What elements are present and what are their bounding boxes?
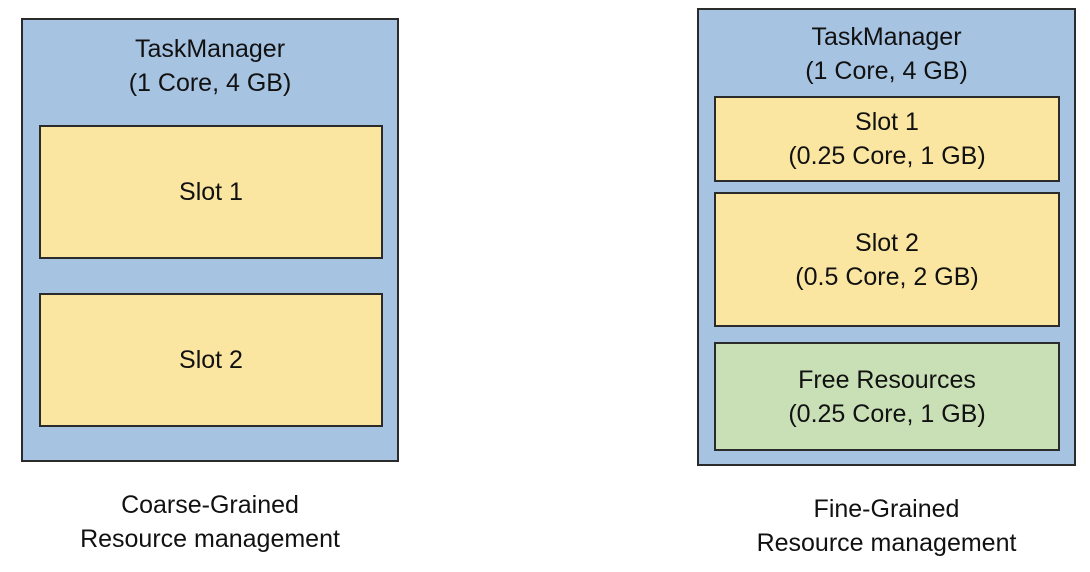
fine-free-resources-amount: (0.25 Core, 1 GB) (788, 399, 986, 428)
fine-taskmanager-name: TaskManager (811, 23, 962, 51)
fine-slot-1: Slot 1 (0.25 Core, 1 GB) (714, 96, 1060, 182)
fine-slot-2-resources: (0.5 Core, 2 GB) (795, 262, 979, 291)
coarse-slot-2: Slot 2 (39, 293, 383, 427)
coarse-caption: Coarse-Grained Resource management (21, 488, 399, 556)
fine-slot-1-resources: (0.25 Core, 1 GB) (788, 142, 986, 170)
coarse-taskmanager: TaskManager (1 Core, 4 GB) Slot 1 Slot 2 (21, 18, 399, 462)
fine-free-resources: Free Resources (0.25 Core, 1 GB) (714, 342, 1060, 451)
coarse-taskmanager-name: TaskManager (134, 35, 286, 63)
fine-free-resources-label: Free Resources (798, 365, 976, 394)
fine-slot-1-label: Slot 1 (855, 108, 919, 136)
coarse-slot-1-label: Slot 1 (179, 178, 243, 206)
coarse-taskmanager-title: TaskManager (1 Core, 4 GB) (23, 32, 397, 100)
fine-caption: Fine-Grained Resource management (697, 492, 1076, 560)
fine-slot-2-label: Slot 2 (855, 228, 919, 257)
fine-caption-line1: Fine-Grained (813, 495, 960, 523)
coarse-caption-line1: Coarse-Grained (121, 491, 299, 519)
coarse-slot-1: Slot 1 (39, 125, 383, 259)
fine-taskmanager-title: TaskManager (1 Core, 4 GB) (699, 20, 1074, 88)
fine-slot-2: Slot 2 (0.5 Core, 2 GB) (714, 192, 1060, 327)
fine-taskmanager: TaskManager (1 Core, 4 GB) Slot 1 (0.25 … (697, 8, 1076, 466)
fine-caption-line2: Resource management (756, 529, 1017, 557)
coarse-taskmanager-resources: (1 Core, 4 GB) (128, 69, 292, 97)
coarse-slot-2-label: Slot 2 (179, 346, 243, 374)
coarse-caption-line2: Resource management (80, 525, 340, 553)
fine-taskmanager-resources: (1 Core, 4 GB) (805, 57, 968, 85)
